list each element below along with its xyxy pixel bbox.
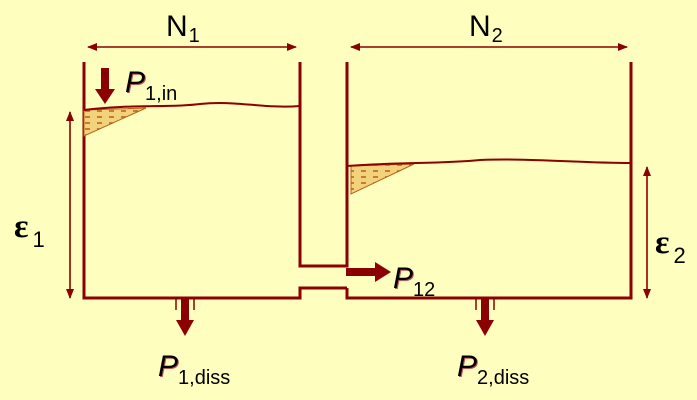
surface-line-2 (346, 158, 632, 167)
eps2-base: ε (655, 224, 670, 261)
p12-sub: 12 (413, 279, 436, 301)
p1-diss-label: P1,diss (158, 350, 231, 389)
p1-diss-base: P (158, 350, 179, 383)
eps1-base: ε (14, 208, 29, 245)
p2-diss-sub: 2,diss (477, 367, 530, 389)
sediment-wedge-1 (83, 107, 147, 137)
p1-in-base: P (125, 66, 146, 99)
p12-label: P12 (393, 262, 436, 301)
eps1-sub: 1 (32, 227, 45, 252)
n1-base: N (166, 10, 188, 43)
container-2 (345, 62, 633, 300)
n1-sub: 1 (188, 25, 200, 47)
p1-in-sub: 1,in (145, 83, 178, 105)
sediment-wedge-2 (350, 163, 415, 195)
p2-diss-label: P2,diss (457, 350, 530, 389)
container-1 (82, 62, 349, 300)
surface-line-1 (83, 101, 301, 111)
n1-label: N1 (166, 10, 200, 47)
drain-2 (475, 298, 495, 336)
n2-sub: 2 (491, 25, 503, 47)
n2-label: N2 (469, 10, 503, 47)
p1-in-label: P1,in (125, 66, 178, 105)
drain-1 (175, 298, 195, 336)
eps2-sub: 2 (673, 243, 686, 268)
n2-base: N (469, 10, 491, 43)
p1-in-arrow (95, 68, 115, 104)
p1-diss-sub: 1,diss (178, 367, 231, 389)
p2-diss-base: P (457, 350, 478, 383)
p12-base: P (393, 262, 414, 295)
p12-arrow (346, 262, 391, 282)
